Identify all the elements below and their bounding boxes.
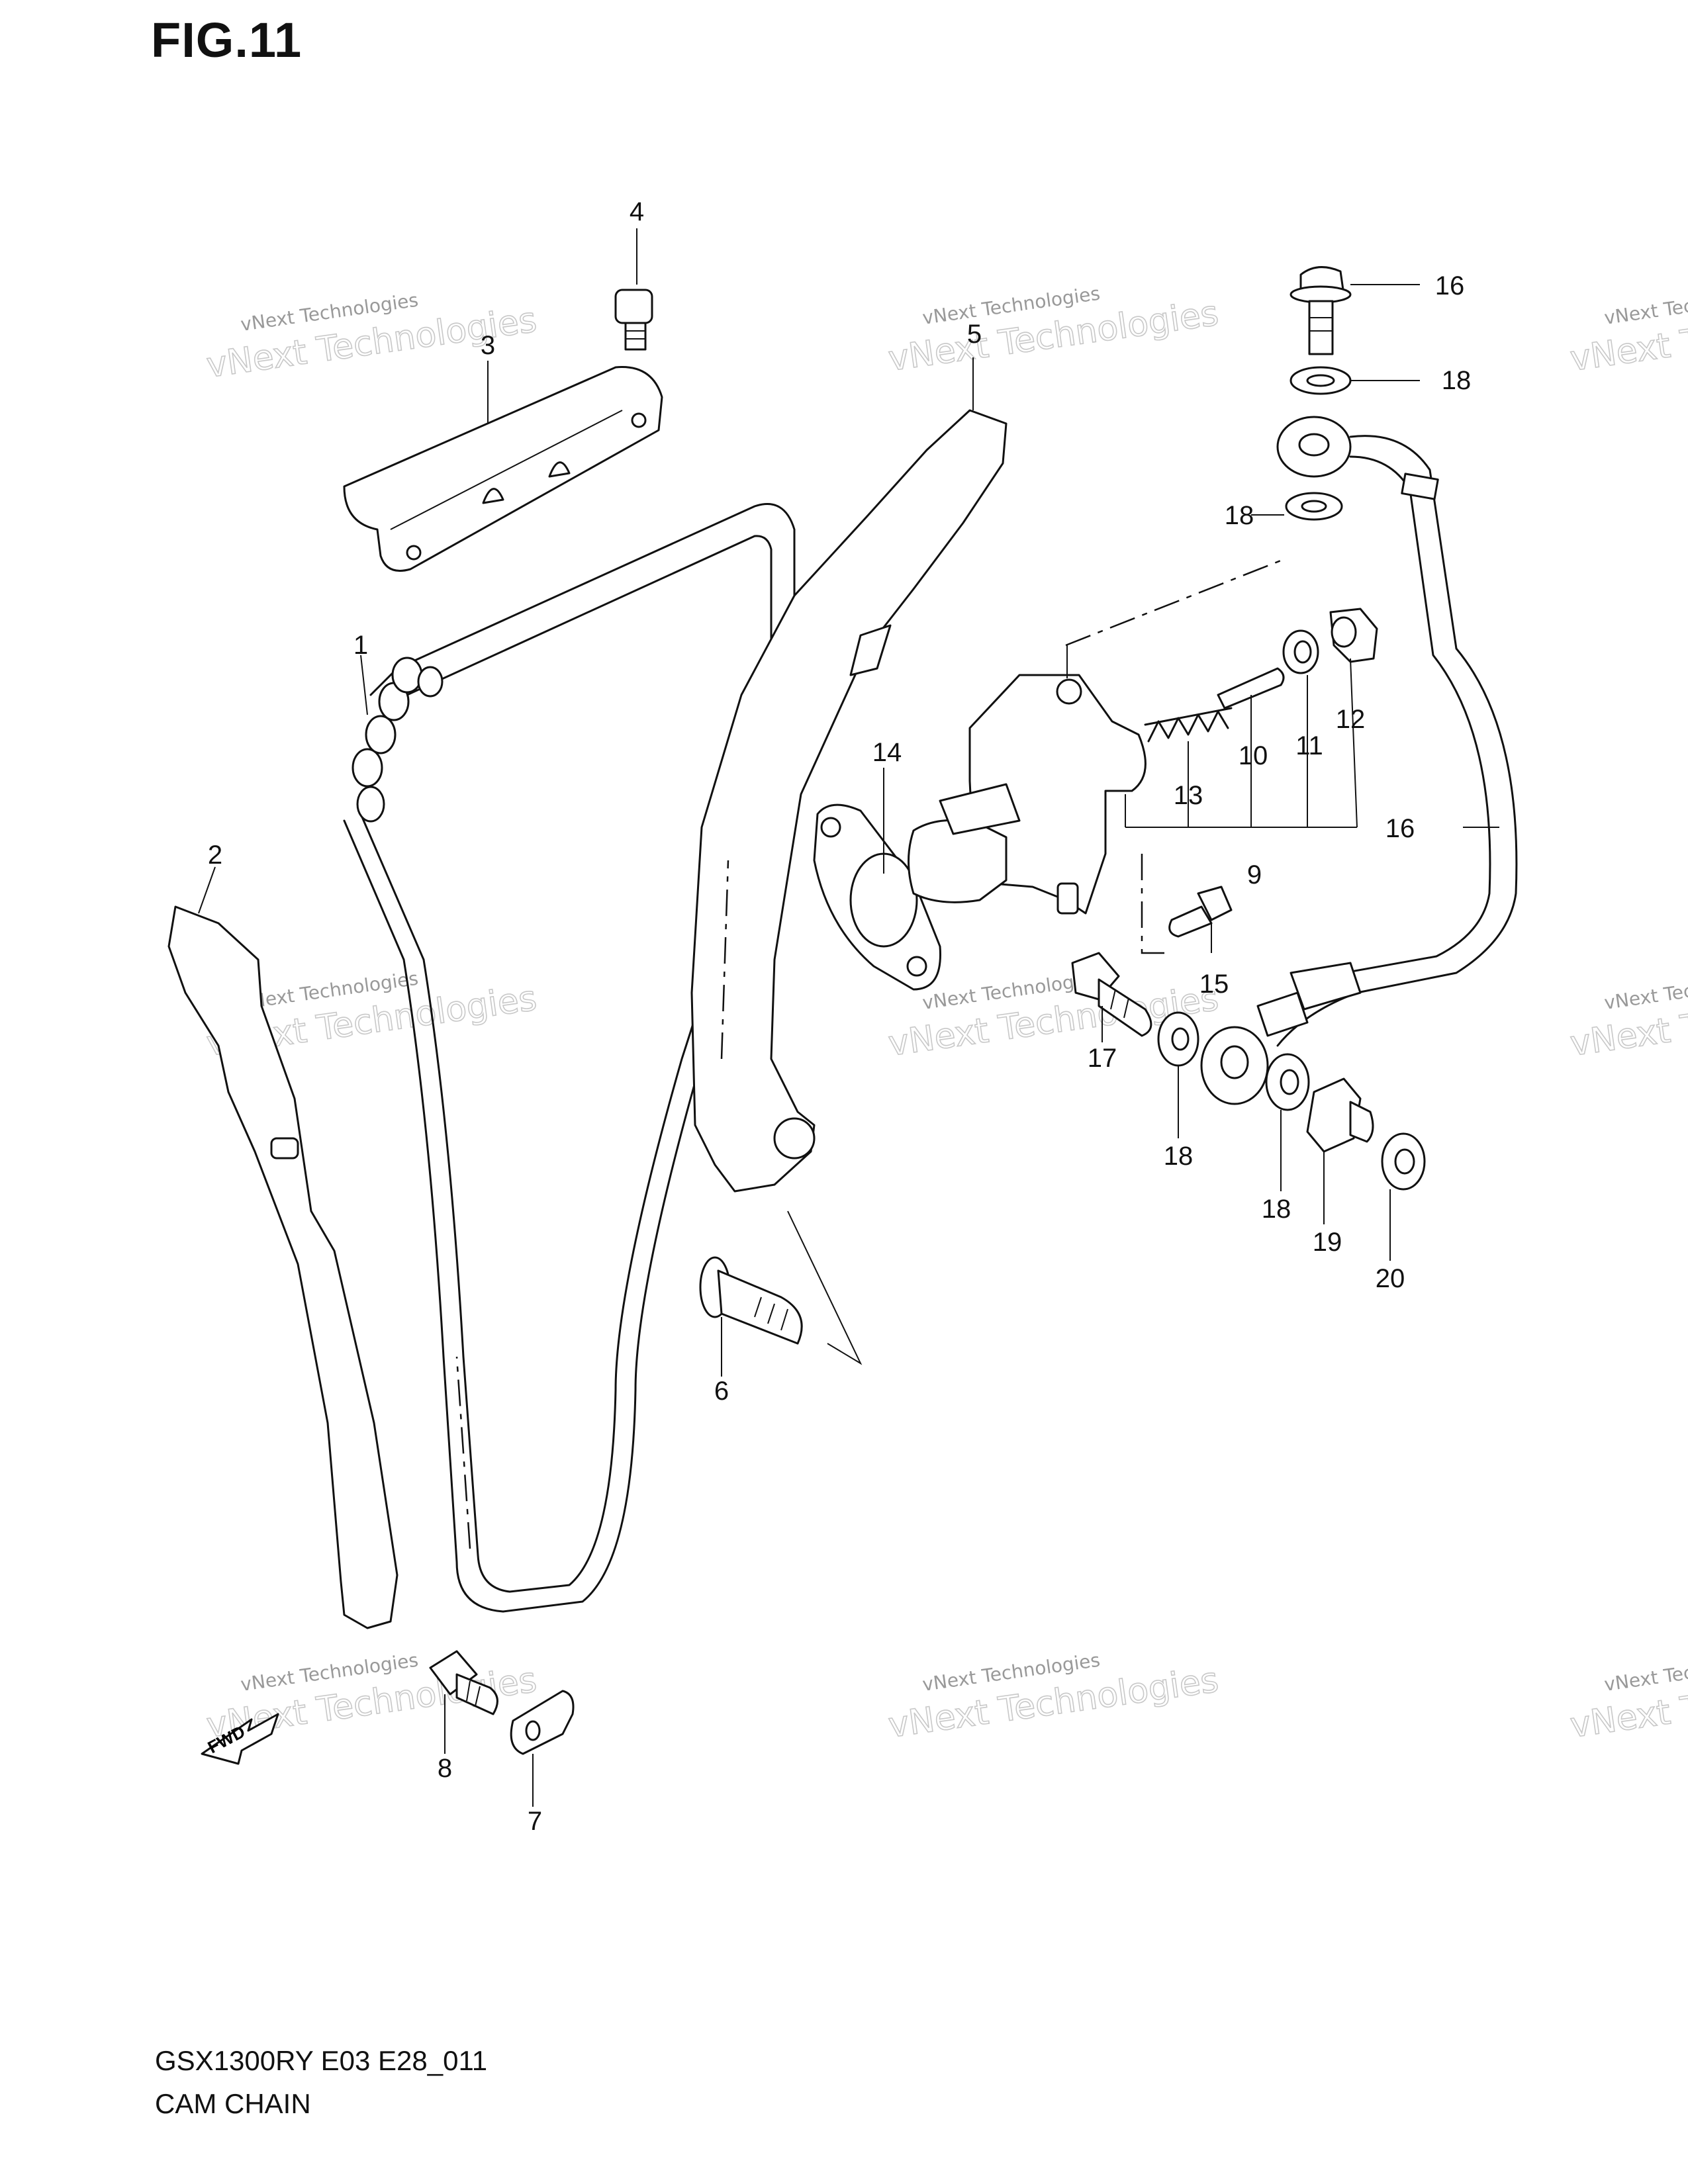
callout-labels: 4 3 5 1 2 14 13 10 11 12 9 15 16 18 18 1… [208, 197, 1471, 1836]
part-9-cam-chain-tensioner [908, 558, 1357, 954]
chain-links-detail [352, 657, 444, 823]
callout-14: 14 [872, 738, 902, 767]
part-3-cam-chain-guide-top [343, 366, 663, 572]
part-13-spring [1144, 707, 1233, 743]
callout-20: 20 [1376, 1264, 1405, 1293]
callout-9: 9 [1247, 860, 1262, 889]
part-18-washer-lower-right [1265, 1053, 1310, 1111]
watermark: vNext Technologies [1603, 1649, 1688, 1696]
watermark: vNext Technologies [1603, 968, 1688, 1014]
callout-15: 15 [1199, 970, 1229, 999]
part-15-bolt [1168, 886, 1233, 938]
part-16-oil-hose [1200, 416, 1518, 1105]
callout-8: 8 [438, 1754, 452, 1783]
part-20-gasket [1381, 1132, 1426, 1191]
part-19-plug [1306, 1077, 1374, 1153]
watermark: vNext Technologies [1603, 283, 1688, 329]
callout-18-middle: 18 [1225, 501, 1254, 530]
part-6-guide-bolt [699, 1210, 863, 1365]
leader-lines [198, 228, 1499, 1807]
callout-5: 5 [967, 320, 982, 349]
part-18-washer-upper [1289, 366, 1352, 395]
callout-18-lower-left: 18 [1164, 1142, 1194, 1171]
part-5-cam-chain-guide [690, 409, 1008, 1193]
callout-16: 16 [1385, 814, 1415, 843]
callout-11: 11 [1295, 731, 1323, 760]
part-17-union-bolt-lower [1071, 952, 1152, 1037]
callout-18-lower-right: 18 [1262, 1195, 1291, 1224]
part-7-washer [510, 1690, 575, 1755]
assembly-name: CAM CHAIN [155, 2088, 311, 2119]
part-2-cam-chain-guide [167, 905, 399, 1629]
part-12-cap-bolt [1329, 608, 1378, 663]
callout-2: 2 [208, 841, 222, 870]
callout-13: 13 [1174, 781, 1203, 810]
part-4-bolt [614, 289, 653, 351]
callout-17-upper: 16 [1435, 271, 1465, 300]
callout-10: 10 [1239, 741, 1268, 770]
callout-1: 1 [353, 631, 368, 660]
callout-7: 7 [528, 1807, 542, 1836]
part-14-gasket [813, 803, 941, 991]
callout-3: 3 [481, 331, 495, 360]
callout-6: 6 [714, 1377, 729, 1406]
callout-19: 19 [1313, 1228, 1342, 1257]
callout-12: 12 [1336, 705, 1366, 734]
part-18-washer-middle [1285, 492, 1343, 521]
callout-4: 4 [630, 197, 644, 226]
callout-18-upper: 18 [1442, 366, 1472, 395]
fwd-direction-arrow: FWD [201, 1713, 279, 1765]
part-10-pushrod [1217, 667, 1285, 709]
part-8-bolt [429, 1650, 498, 1715]
part-11-o-ring [1282, 629, 1319, 674]
part-17-union-bolt-upper [1289, 266, 1352, 355]
callout-17-lower: 17 [1088, 1044, 1117, 1073]
figure-title: FIG.11 [151, 13, 303, 68]
model-code: GSX1300RY E03 E28_011 [155, 2045, 488, 2076]
part-18-washer-lower-left [1157, 1011, 1199, 1067]
